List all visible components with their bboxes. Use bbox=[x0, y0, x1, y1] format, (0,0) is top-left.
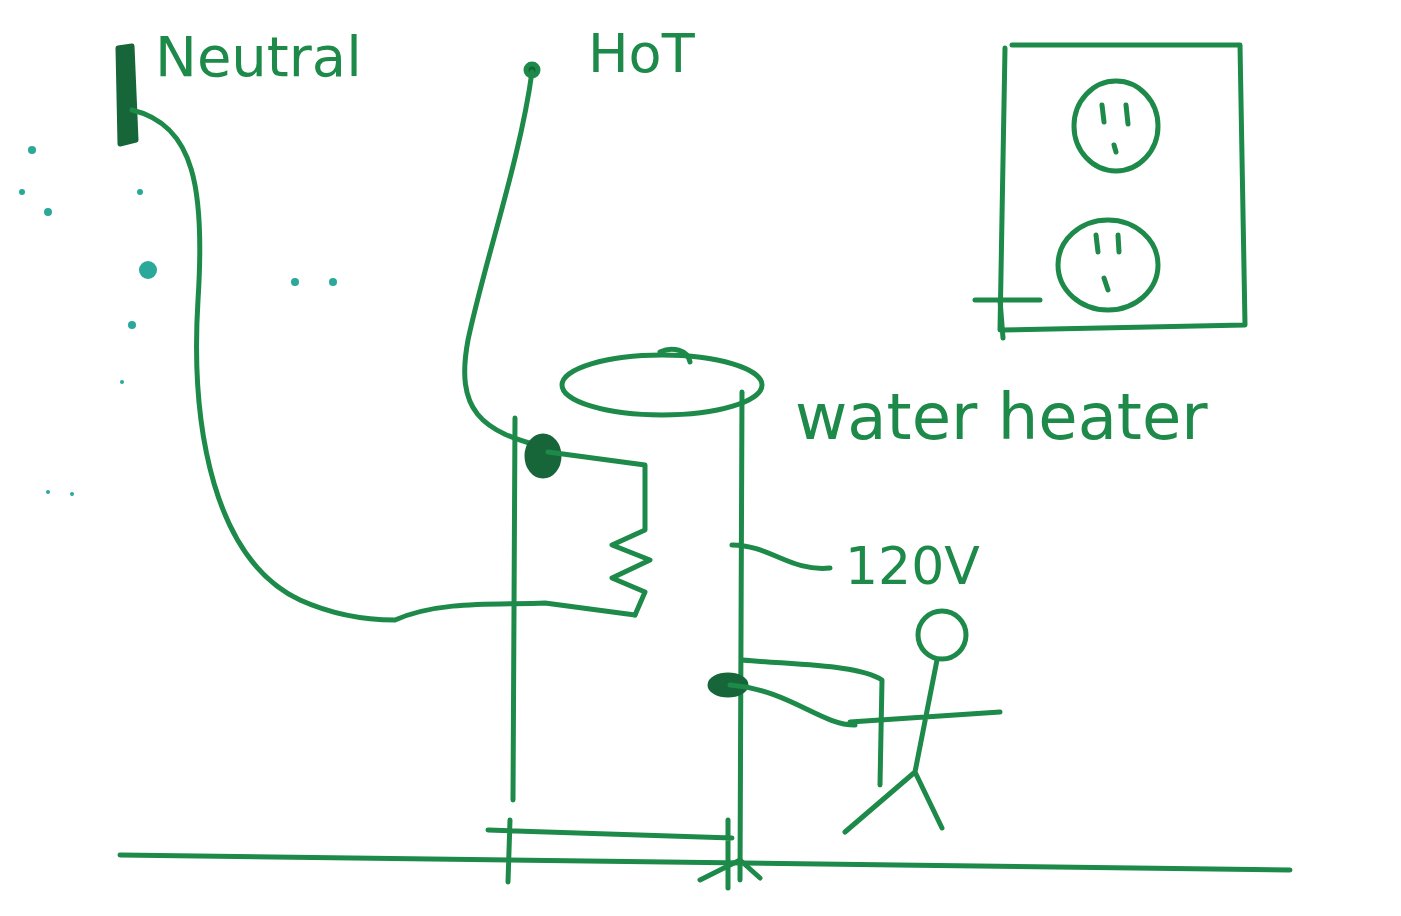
stick-figure bbox=[845, 611, 1000, 832]
leader-line bbox=[732, 545, 830, 568]
heater-stand bbox=[488, 820, 760, 888]
fault-path bbox=[730, 685, 855, 725]
outlet-symbol bbox=[975, 45, 1245, 338]
hot-wire bbox=[465, 72, 548, 448]
ink-splatter bbox=[19, 146, 337, 496]
resistor-symbol bbox=[548, 452, 650, 615]
heater-top bbox=[562, 355, 762, 415]
heater-side bbox=[740, 392, 742, 880]
heater-side bbox=[513, 418, 515, 800]
ground-line bbox=[120, 855, 1290, 870]
neutral-wire bbox=[132, 110, 635, 620]
terminal-label: Neutral bbox=[155, 26, 362, 88]
neutral-terminal bbox=[118, 46, 136, 144]
component-label: water heater bbox=[795, 382, 1208, 452]
wire-junction bbox=[527, 436, 559, 476]
heater-top-detail bbox=[660, 349, 690, 362]
voltage-label: 120V bbox=[845, 538, 980, 595]
terminal-label: HoT bbox=[588, 24, 695, 83]
